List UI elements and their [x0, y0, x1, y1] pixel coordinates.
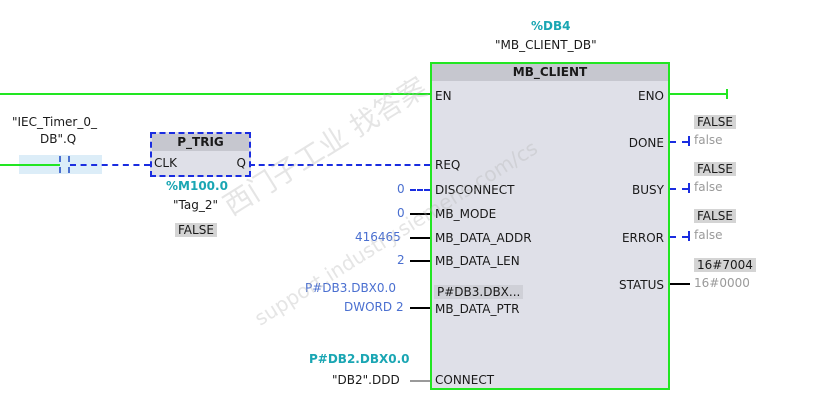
- pin-mb-data-len: MB_DATA_LEN: [435, 254, 520, 268]
- contact-out-wire: [70, 164, 150, 166]
- pin-eno: ENO: [637, 89, 664, 103]
- instance-db-address[interactable]: %DB4: [531, 19, 571, 33]
- mb-data-ptr-value-line2[interactable]: DWORD 2: [344, 300, 404, 314]
- pin-done: DONE: [628, 136, 664, 150]
- disconnect-value[interactable]: 0: [397, 182, 405, 196]
- mb-client-block[interactable]: MB_CLIENT EN ENO REQ DISCONNECT MB_MODE …: [430, 62, 670, 390]
- pin-error: ERROR: [621, 231, 664, 245]
- pin-connect: CONNECT: [435, 373, 495, 387]
- status-tag[interactable]: 16#0000: [694, 276, 750, 290]
- power-rail-en: [0, 93, 432, 95]
- mb-mode-value[interactable]: 0: [397, 206, 405, 220]
- eno-wire-end: [726, 89, 728, 99]
- pin-disconnect: DISCONNECT: [435, 183, 515, 197]
- contact-right-bar[interactable]: [68, 156, 70, 173]
- connect-wire: [410, 380, 430, 382]
- p-trig-title: P_TRIG: [152, 134, 249, 151]
- mb-mode-wire: [410, 213, 430, 215]
- pin-req: REQ: [435, 158, 461, 172]
- p-trig-tag[interactable]: "Tag_2": [173, 198, 218, 212]
- busy-wire-end: [688, 183, 690, 193]
- mb-data-addr-value[interactable]: 416465: [355, 230, 401, 244]
- mb-data-len-wire: [410, 260, 430, 262]
- p-trig-block[interactable]: P_TRIG CLK Q: [150, 132, 251, 177]
- status-monitor-value: 16#7004: [694, 258, 756, 272]
- mb-data-addr-wire: [410, 237, 430, 239]
- block-title: MB_CLIENT: [432, 64, 668, 81]
- busy-wire: [670, 188, 688, 190]
- contact-tag-line1[interactable]: "IEC_Timer_0_: [12, 115, 97, 129]
- status-wire: [670, 283, 690, 285]
- eno-wire: [668, 93, 727, 95]
- p-trig-q-pin: Q: [236, 156, 246, 170]
- error-wire: [670, 236, 688, 238]
- busy-monitor-value: FALSE: [694, 162, 736, 176]
- mb-data-len-value[interactable]: 2: [397, 253, 405, 267]
- disconnect-wire: [410, 189, 430, 191]
- p-trig-monitor-value: FALSE: [175, 223, 217, 237]
- done-monitor-value: FALSE: [694, 115, 736, 129]
- pin-status: STATUS: [618, 278, 664, 292]
- connect-tag[interactable]: "DB2".DDD: [332, 373, 400, 387]
- error-wire-end: [688, 231, 690, 241]
- error-monitor-value: FALSE: [694, 209, 736, 223]
- pin-busy: BUSY: [632, 183, 664, 197]
- pin-mb-mode: MB_MODE: [435, 207, 497, 221]
- instance-db-name[interactable]: "MB_CLIENT_DB": [495, 38, 597, 52]
- p-trig-clk-pin: CLK: [154, 156, 177, 170]
- done-wire-end: [688, 136, 690, 146]
- contact-in-wire: [0, 164, 60, 166]
- error-tag[interactable]: false: [694, 228, 723, 242]
- pin-mb-data-ptr-value: P#DB3.DBX...: [434, 285, 524, 299]
- pin-mb-data-ptr: MB_DATA_PTR: [435, 302, 520, 316]
- done-wire: [670, 141, 688, 143]
- connect-address[interactable]: P#DB2.DBX0.0: [309, 352, 410, 366]
- busy-tag[interactable]: false: [694, 180, 723, 194]
- done-tag[interactable]: false: [694, 133, 723, 147]
- pin-en: EN: [435, 89, 452, 103]
- contact-tag-line2[interactable]: DB".Q: [40, 132, 77, 146]
- mb-data-ptr-wire: [410, 307, 430, 309]
- mb-data-ptr-value-line1[interactable]: P#DB3.DBX0.0: [305, 281, 396, 295]
- pin-mb-data-addr: MB_DATA_ADDR: [435, 231, 532, 245]
- req-wire: [249, 164, 430, 166]
- contact-left-bar[interactable]: [59, 156, 61, 173]
- p-trig-address[interactable]: %M100.0: [166, 179, 228, 193]
